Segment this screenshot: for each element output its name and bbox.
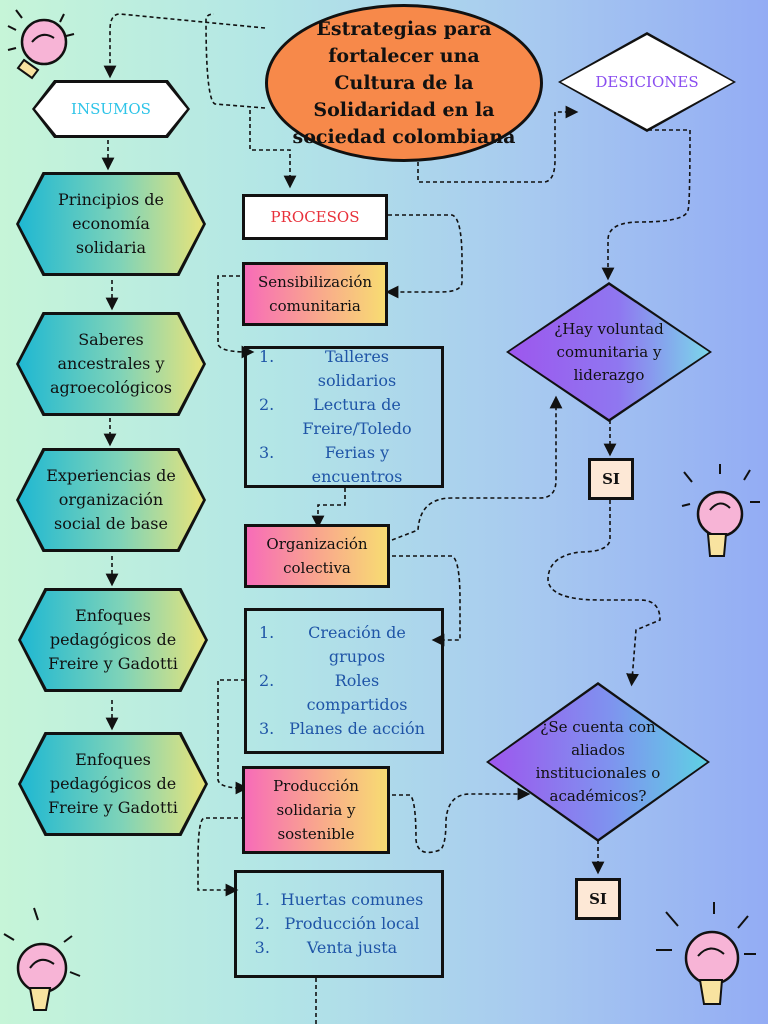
insumos-header: INSUMOS [32,80,190,138]
decision-1-answer: SI [588,458,634,500]
insumo-2: Saberes ancestrales y agroecológicos [16,312,206,416]
decision-2-answer: SI [575,878,621,920]
list-item: 3.Ferias y encuentros [259,443,403,486]
title-oval: Estrategias para fortalecer una Cultura … [265,4,543,162]
lightbulb-icon [3,907,81,1011]
list-item: 1.Creación de grupos [259,623,406,666]
proceso-1-list: 1.Talleres solidarios 2.Lectura de Freir… [244,346,444,488]
proceso-1: Sensibilización comunitaria [242,262,388,326]
insumo-4: Enfoques pedagógicos de Freire y Gadotti [18,588,208,692]
proceso-2: Organización colectiva [244,524,390,588]
proceso-3: Producción solidaria y sostenible [242,766,390,854]
list-item: 2.Producción local [254,914,420,933]
list-item: 2.Roles compartidos [259,671,408,714]
insumo-5: Enfoques pedagógicos de Freire y Gadotti [18,732,208,836]
list-item: 2.Lectura de Freire/Toledo [259,395,412,438]
list-item: 3.Planes de acción [259,719,425,738]
list-item: 1.Huertas comunes [254,890,424,909]
list-item: 3.Venta justa [254,938,398,957]
proceso-2-list: 1.Creación de grupos 2.Roles compartidos… [244,608,444,754]
list-item: 1.Talleres solidarios [259,347,397,390]
lightbulb-icon [7,9,75,80]
lightbulb-icon [656,902,756,1005]
insumo-3: Experiencias de organización social de b… [16,448,206,552]
proceso-3-list: 1.Huertas comunes 2.Producción local 3.V… [234,870,444,978]
insumos-label: INSUMOS [35,83,187,135]
procesos-header: PROCESOS [242,194,388,240]
insumo-1: Principios de economía solidaria [16,172,206,276]
lightbulb-icon [681,464,760,557]
